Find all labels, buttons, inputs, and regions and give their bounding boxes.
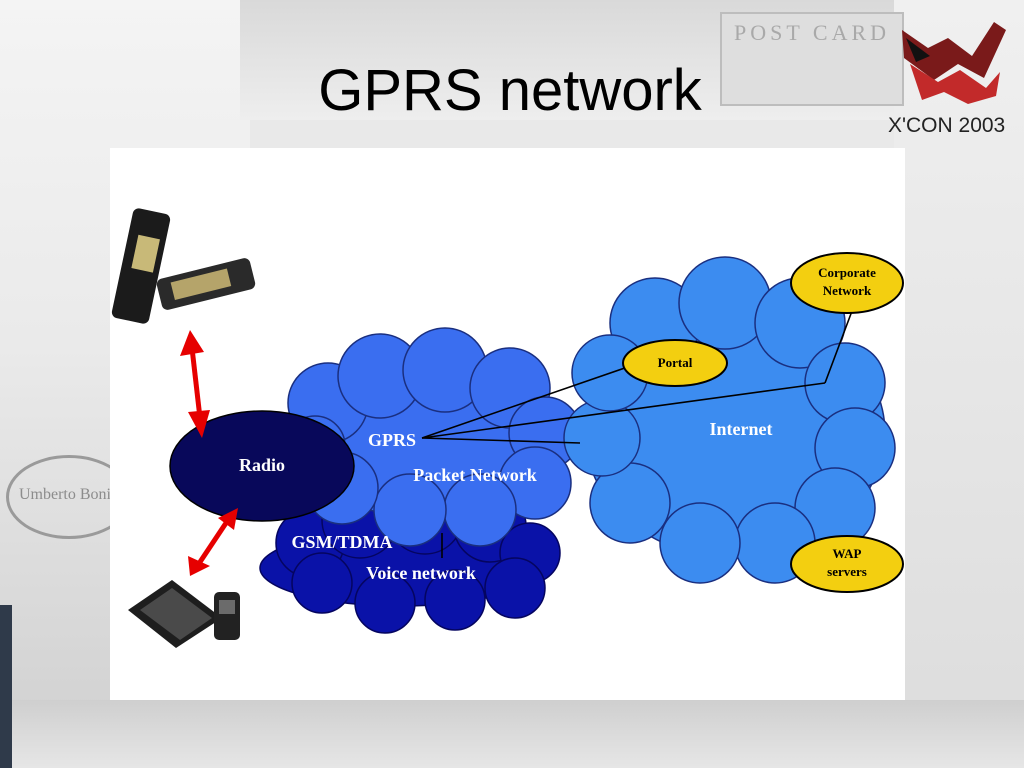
corporate-network-node: [790, 252, 904, 314]
corporate-label-line1: Corporate: [818, 265, 876, 280]
gsm-tdma-label: GSM/TDMA: [292, 532, 393, 552]
radio-node: [169, 410, 355, 522]
background-left-bar: [0, 605, 12, 768]
connection-lines: [421, 302, 856, 558]
radio-label: Radio: [239, 455, 285, 475]
packet-network-label: Packet Network: [413, 465, 536, 485]
logo-caption: X'CON 2003: [888, 114, 1006, 137]
radio-link-top-arrow: [180, 330, 210, 438]
portal-node: [622, 339, 728, 387]
background-texture-right: [894, 0, 1024, 768]
handheld-device-icon: [128, 580, 240, 648]
radio-link-bottom-arrow: [188, 508, 238, 576]
postcard-text: POST CARD: [734, 20, 891, 45]
mobile-phone-icon: [111, 208, 256, 324]
slide-title: GPRS network: [318, 58, 702, 123]
stamp-text: Umberto Boni: [19, 486, 111, 503]
xcon-logo-icon: [902, 22, 1006, 104]
diagram-canvas: Radio GPRS Packet Network GSM/TDMA Voice…: [110, 148, 905, 700]
portal-label: Portal: [658, 355, 693, 370]
voice-network-label: Voice network: [366, 563, 476, 583]
gprs-network-diagram: Radio GPRS Packet Network GSM/TDMA Voice…: [111, 208, 904, 648]
postcard-decoration: POST CARD: [720, 12, 904, 106]
wap-label-line1: WAP: [833, 546, 862, 561]
wap-servers-node: [790, 535, 904, 593]
internet-label: Internet: [710, 419, 773, 439]
gprs-label: GPRS: [368, 430, 416, 450]
background-texture-bottom: [0, 700, 1024, 768]
corporate-label-line2: Network: [823, 283, 872, 298]
wap-label-line2: servers: [827, 564, 867, 579]
